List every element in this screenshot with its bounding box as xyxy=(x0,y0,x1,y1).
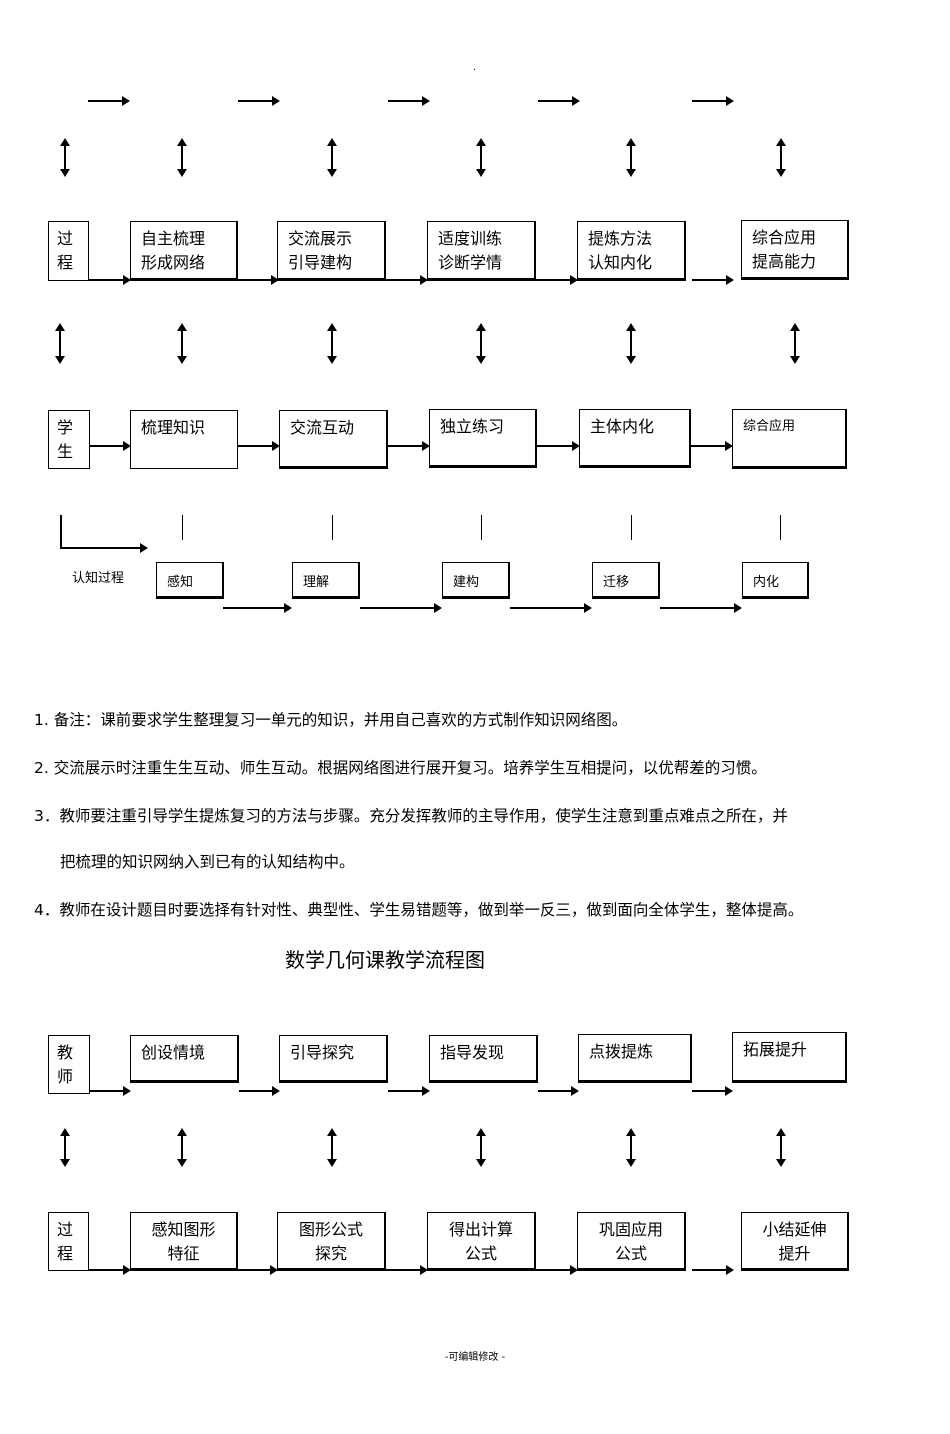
teacher-step-5: 拓展提升 xyxy=(732,1032,847,1083)
process-step-1: 自主梳理 形成网络 xyxy=(130,221,238,281)
cognition-step-1: 感知 xyxy=(156,562,224,599)
note-3: 3．教师要注重引导学生提炼复习的方法与步骤。充分发挥教师的主导作用，使学生注意到… xyxy=(34,807,788,825)
teacher-step-1: 创设情境 xyxy=(130,1035,239,1083)
process-step-3: 适度训练 诊断学情 xyxy=(427,221,536,281)
arrow-right-icon xyxy=(510,603,592,613)
process-step-5: 综合应用 提高能力 xyxy=(741,220,849,280)
arrow-right-icon xyxy=(238,275,279,285)
cognition-step-5: 内化 xyxy=(742,562,809,599)
double-arrow-vertical-icon xyxy=(60,138,70,177)
arrow-right-icon xyxy=(536,275,578,285)
arrow-right-icon xyxy=(88,96,130,106)
double-arrow-vertical-icon xyxy=(327,1128,337,1167)
arrow-right-icon xyxy=(89,1265,131,1275)
header-mark: . xyxy=(473,62,477,73)
student-step-3: 独立练习 xyxy=(429,409,537,468)
double-arrow-vertical-icon xyxy=(476,138,486,177)
arrow-right-icon xyxy=(692,275,734,285)
arrow-right-icon xyxy=(692,96,734,106)
double-arrow-vertical-icon xyxy=(60,1128,70,1167)
connector-line xyxy=(332,515,333,540)
arrow-right-icon xyxy=(536,1265,578,1275)
double-arrow-vertical-icon xyxy=(790,323,800,364)
connector-line xyxy=(780,515,781,540)
teacher-row-label: 教 师 xyxy=(48,1035,90,1094)
teacher-step-2: 引导探究 xyxy=(279,1035,388,1083)
student-step-2: 交流互动 xyxy=(279,410,388,469)
cognition-bracket xyxy=(60,515,62,549)
arrow-right-icon xyxy=(60,543,148,553)
process-row-label-2: 过 程 xyxy=(48,1212,89,1271)
double-arrow-vertical-icon xyxy=(476,323,486,364)
arrow-right-icon xyxy=(238,441,280,451)
double-arrow-vertical-icon xyxy=(626,138,636,177)
note-3-continued: 把梳理的知识网纳入到已有的认知结构中。 xyxy=(60,853,355,871)
double-arrow-vertical-icon xyxy=(626,1128,636,1167)
note-1: 1. 备注：课前要求学生整理复习一单元的知识，并用自己喜欢的方式制作知识网络图。 xyxy=(34,711,628,729)
double-arrow-vertical-icon xyxy=(476,1128,486,1167)
process-row-label: 过 程 xyxy=(48,221,89,281)
arrow-right-icon xyxy=(388,1086,430,1096)
arrow-right-icon xyxy=(238,1265,278,1275)
arrow-right-icon xyxy=(538,1086,579,1096)
process-step-4: 提炼方法 认知内化 xyxy=(577,221,686,281)
arrow-right-icon xyxy=(538,96,580,106)
double-arrow-vertical-icon xyxy=(177,1128,187,1167)
connector-line xyxy=(481,515,482,540)
connector-line xyxy=(631,515,632,540)
arrow-right-icon xyxy=(692,1086,733,1096)
geometry-step-4: 巩固应用 公式 xyxy=(577,1212,686,1271)
cognition-step-4: 迁移 xyxy=(592,562,660,599)
arrow-right-icon xyxy=(239,1086,280,1096)
student-step-4: 主体内化 xyxy=(579,409,691,468)
geometry-step-1: 感知图形 特征 xyxy=(130,1212,238,1271)
arrow-right-icon xyxy=(386,275,428,285)
arrow-right-icon xyxy=(388,441,430,451)
geometry-step-5: 小结延伸 提升 xyxy=(741,1212,849,1271)
arrow-right-icon xyxy=(360,603,442,613)
arrow-right-icon xyxy=(89,275,131,285)
arrow-right-icon xyxy=(660,603,742,613)
student-step-5: 综合应用 xyxy=(732,409,847,469)
double-arrow-vertical-icon xyxy=(177,138,187,177)
connector-line xyxy=(182,515,183,540)
arrow-right-icon xyxy=(388,96,430,106)
double-arrow-vertical-icon xyxy=(327,138,337,177)
arrow-right-icon xyxy=(90,1086,131,1096)
cognition-label: 认知过程 xyxy=(72,571,125,586)
teacher-step-4: 点拨提炼 xyxy=(578,1034,692,1083)
student-row-label: 学 生 xyxy=(48,410,90,469)
note-4: 4．教师在设计题目时要选择有针对性、典型性、学生易错题等，做到举一反三，做到面向… xyxy=(34,901,804,919)
arrow-right-icon xyxy=(238,96,280,106)
note-2: 2. 交流展示时注重生生互动、师生互动。根据网络图进行展开复习。培养学生互相提问… xyxy=(34,759,767,777)
arrow-right-icon xyxy=(386,1265,428,1275)
teacher-step-3: 指导发现 xyxy=(429,1035,538,1083)
arrow-right-icon xyxy=(537,441,580,451)
double-arrow-vertical-icon xyxy=(177,323,187,364)
double-arrow-vertical-icon xyxy=(626,323,636,364)
geometry-step-3: 得出计算 公式 xyxy=(427,1212,536,1271)
arrow-right-icon xyxy=(692,1265,734,1275)
page-footer: -可编辑修改 - xyxy=(444,1352,506,1363)
double-arrow-vertical-icon xyxy=(776,138,786,177)
cognition-step-2: 理解 xyxy=(292,562,360,599)
student-step-1: 梳理知识 xyxy=(130,410,238,469)
arrow-right-icon xyxy=(223,603,292,613)
double-arrow-vertical-icon xyxy=(55,323,65,364)
double-arrow-vertical-icon xyxy=(327,323,337,364)
arrow-right-icon xyxy=(90,441,131,451)
cognition-step-3: 建构 xyxy=(442,562,510,599)
arrow-right-icon xyxy=(691,441,733,451)
geometry-step-2: 图形公式 探究 xyxy=(277,1212,386,1271)
diagram-title: 数学几何课教学流程图 xyxy=(285,948,485,972)
double-arrow-vertical-icon xyxy=(776,1128,786,1167)
process-step-2: 交流展示 引导建构 xyxy=(277,221,386,281)
